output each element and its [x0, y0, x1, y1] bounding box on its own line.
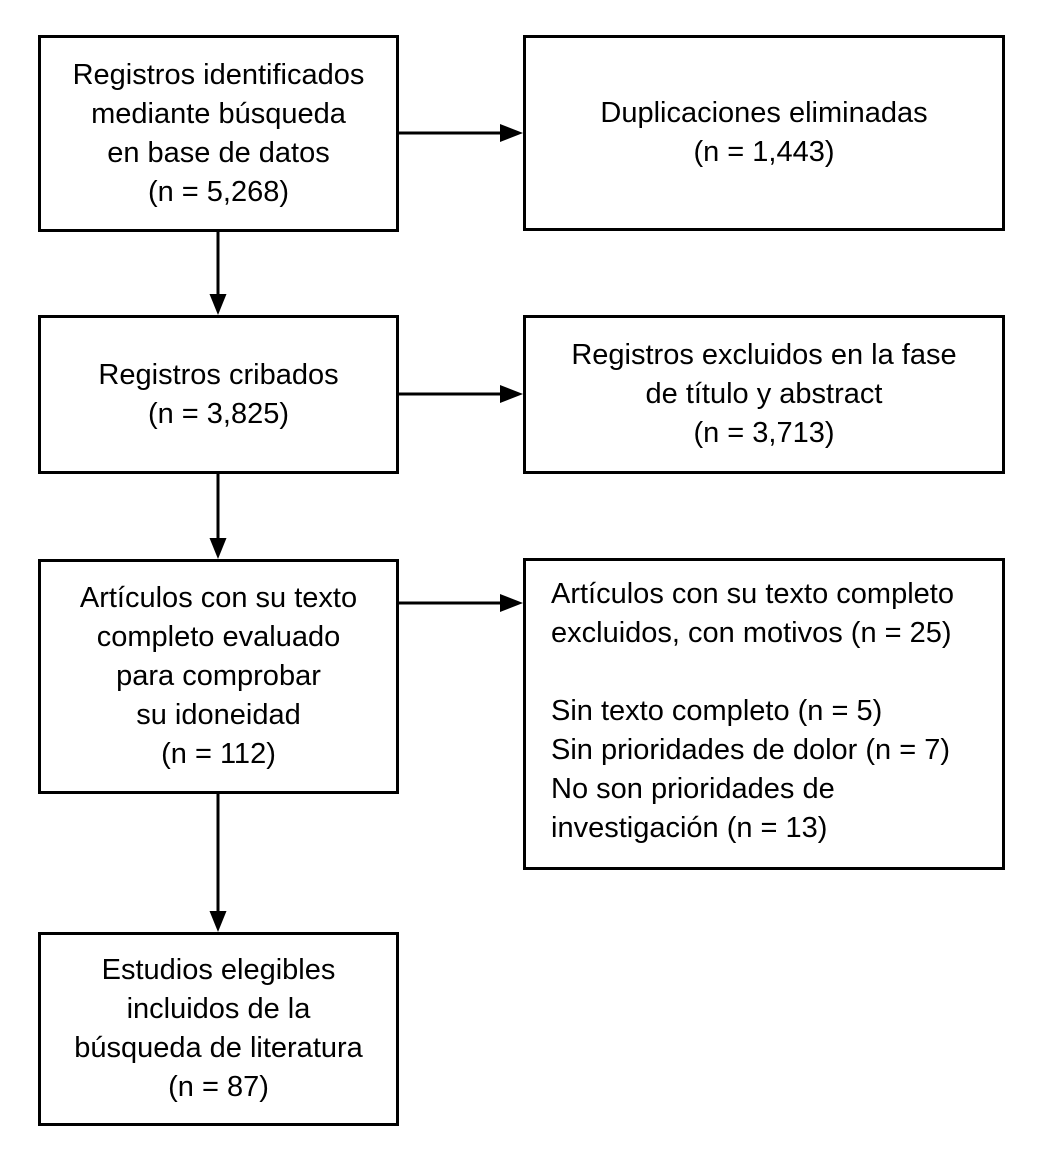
- box-estudios-elegibles-incluidos: Estudios elegibles incluidos de la búsqu…: [38, 932, 399, 1126]
- arrowhead-fulltext-to-fulltext-excluded: [500, 594, 523, 612]
- arrowhead-screened-to-fulltext: [209, 538, 227, 559]
- box-registros-cribados: Registros cribados (n = 3,825): [38, 315, 399, 474]
- box-articulos-texto-completo-evaluado: Artículos con su texto completo evaluado…: [38, 559, 399, 794]
- arrowhead-identified-to-screened: [209, 294, 227, 315]
- box-articulos-texto-completo-excluidos: Artículos con su texto completo excluido…: [523, 558, 1005, 870]
- box-duplicaciones-eliminadas: Duplicaciones eliminadas (n = 1,443): [523, 35, 1005, 231]
- arrowhead-identified-to-duplicates: [500, 124, 523, 142]
- arrowhead-fulltext-to-included: [209, 911, 227, 932]
- box-registros-identificados: Registros identificados mediante búsqued…: [38, 35, 399, 232]
- arrowhead-screened-to-excluded: [500, 385, 523, 403]
- box-registros-excluidos-titulo-abstract: Registros excluidos en la fase de título…: [523, 315, 1005, 474]
